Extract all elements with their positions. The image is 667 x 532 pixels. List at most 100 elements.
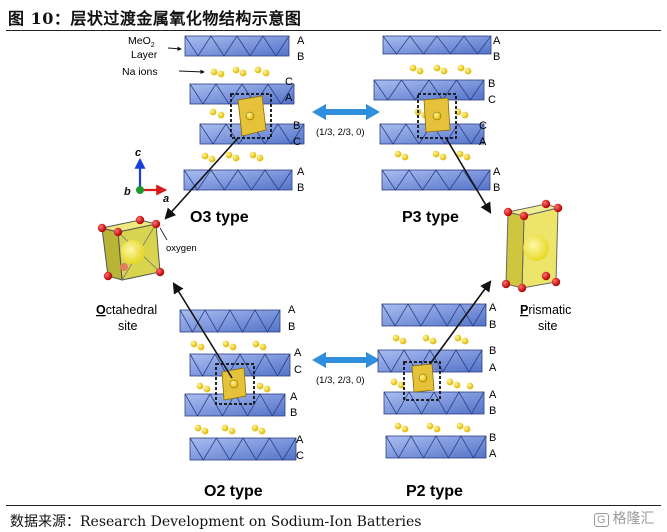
stacking-letter: B	[493, 51, 500, 63]
octahedral-site-highlight	[221, 367, 247, 401]
o2-to-octahedral-arrow	[172, 282, 233, 379]
stacking-letter: A	[489, 362, 497, 374]
meo2-slab	[373, 79, 485, 101]
site-selection-box	[417, 93, 457, 139]
oxygen-atom	[503, 207, 513, 217]
watermark-logo-icon: G	[594, 513, 609, 527]
stacking-letter: A	[285, 92, 293, 104]
oxygen-atom	[155, 267, 165, 277]
meo2-slab	[381, 169, 491, 191]
svg-text:site: site	[538, 319, 558, 333]
prismatic-site-model	[501, 199, 563, 293]
na-ion-row	[201, 151, 264, 163]
axis-c-label: c	[135, 147, 141, 159]
p3-to-prismatic-arrow	[445, 137, 492, 214]
meo2-slab	[377, 349, 483, 373]
stacking-letter: B	[493, 182, 500, 194]
na-ion-row	[394, 422, 471, 433]
stacking-letter: C	[479, 120, 487, 132]
na-ions-label: Na ions	[122, 66, 158, 78]
na-ion-row	[409, 64, 472, 75]
stacking-letter: A	[489, 448, 497, 460]
meo2-layer-label: MeO2	[128, 35, 155, 49]
na-ion-row	[194, 424, 266, 435]
axis-b-label: b	[124, 186, 131, 198]
octahedral-site-label: Octahedral site	[96, 303, 157, 333]
site-selection-box	[403, 361, 441, 401]
na-ion-row	[190, 340, 267, 351]
watermark-text: 格隆汇	[612, 510, 655, 526]
stacking-letter: A	[489, 389, 497, 401]
shift-arrow-bottom: (1/3, 2/3, 0)	[312, 352, 380, 386]
stacking-letter: C	[296, 450, 304, 462]
o3-type-label: O3 type	[190, 209, 249, 226]
na-ion-row	[210, 66, 270, 78]
stacking-letter: A	[288, 304, 296, 316]
oxygen-atom	[113, 227, 123, 237]
stacking-letter: A	[297, 166, 305, 178]
octahedral-site-model: oxygen	[97, 215, 197, 281]
stacking-letter: B	[288, 321, 295, 333]
stacking-letter: C	[285, 76, 293, 88]
stacking-letter: A	[294, 347, 302, 359]
prismatic-site-highlight	[423, 97, 451, 133]
na-ion-row	[390, 378, 474, 390]
axis-a-label: a	[163, 193, 169, 205]
meo2-slab	[184, 35, 290, 57]
p3-structure	[373, 35, 492, 214]
stacking-letter: C	[488, 94, 496, 106]
shift-vector-label: (1/3, 2/3, 0)	[316, 127, 365, 138]
o2-structure	[172, 282, 297, 461]
stacking-letter: B	[489, 345, 496, 357]
oxygen-atom	[135, 215, 145, 225]
svg-text:site: site	[118, 319, 138, 333]
stacking-letter: A	[489, 302, 497, 314]
svg-text:Prismatic: Prismatic	[520, 303, 571, 317]
oxygen-atom	[151, 219, 161, 229]
legend-labels: MeO2 Layer Na ions	[122, 35, 205, 78]
p2-type-label: P2 type	[406, 483, 463, 500]
stacking-letter: B	[489, 405, 496, 417]
o3-to-octahedral-arrow	[164, 137, 239, 220]
shift-vector-label: (1/3, 2/3, 0)	[316, 375, 365, 386]
oxygen-atom	[551, 277, 561, 287]
oxygen-atom	[541, 199, 551, 209]
bottom-rule	[6, 505, 661, 506]
na-ion-row	[196, 382, 271, 393]
oxygen-atom	[519, 211, 529, 221]
stacking-letter: A	[297, 35, 305, 47]
oxygen-atom	[553, 203, 563, 213]
octahedral-site-highlight	[237, 95, 267, 137]
meo2-slab	[383, 391, 485, 415]
oxygen-atom	[517, 283, 527, 293]
stacking-letter: B	[489, 319, 496, 331]
site-selection-box	[230, 93, 272, 139]
stacking-letter: A	[479, 136, 487, 148]
watermark: G 格隆汇	[594, 508, 654, 528]
source-note: 数据来源：Research Development on Sodium-Ion …	[10, 514, 422, 530]
oxygen-atom	[541, 271, 551, 281]
na-ion-row	[392, 334, 469, 345]
meo2-slab	[179, 309, 281, 333]
shift-arrow-top: (1/3, 2/3, 0)	[312, 104, 380, 138]
stacking-letter: B	[290, 407, 297, 419]
figure-title: 图 10：层状过渡金属氧化物结构示意图	[8, 9, 302, 28]
oxygen-atom	[103, 271, 113, 281]
prismatic-site-label: Prismatic site	[520, 303, 571, 333]
stacking-letter: B	[489, 432, 496, 444]
oxygen-atom	[97, 223, 107, 233]
p2-to-prismatic-arrow	[429, 280, 492, 365]
stacking-letter: A	[493, 35, 501, 47]
meo2-slab	[183, 169, 293, 191]
stacking-letter: A	[290, 391, 298, 403]
meo2-slab	[199, 123, 305, 145]
meo2-slab	[189, 437, 297, 461]
stacking-letter: A	[493, 166, 501, 178]
site-selection-box	[215, 363, 255, 405]
prismatic-site-highlight	[411, 363, 435, 393]
meo2-slab	[379, 123, 485, 145]
